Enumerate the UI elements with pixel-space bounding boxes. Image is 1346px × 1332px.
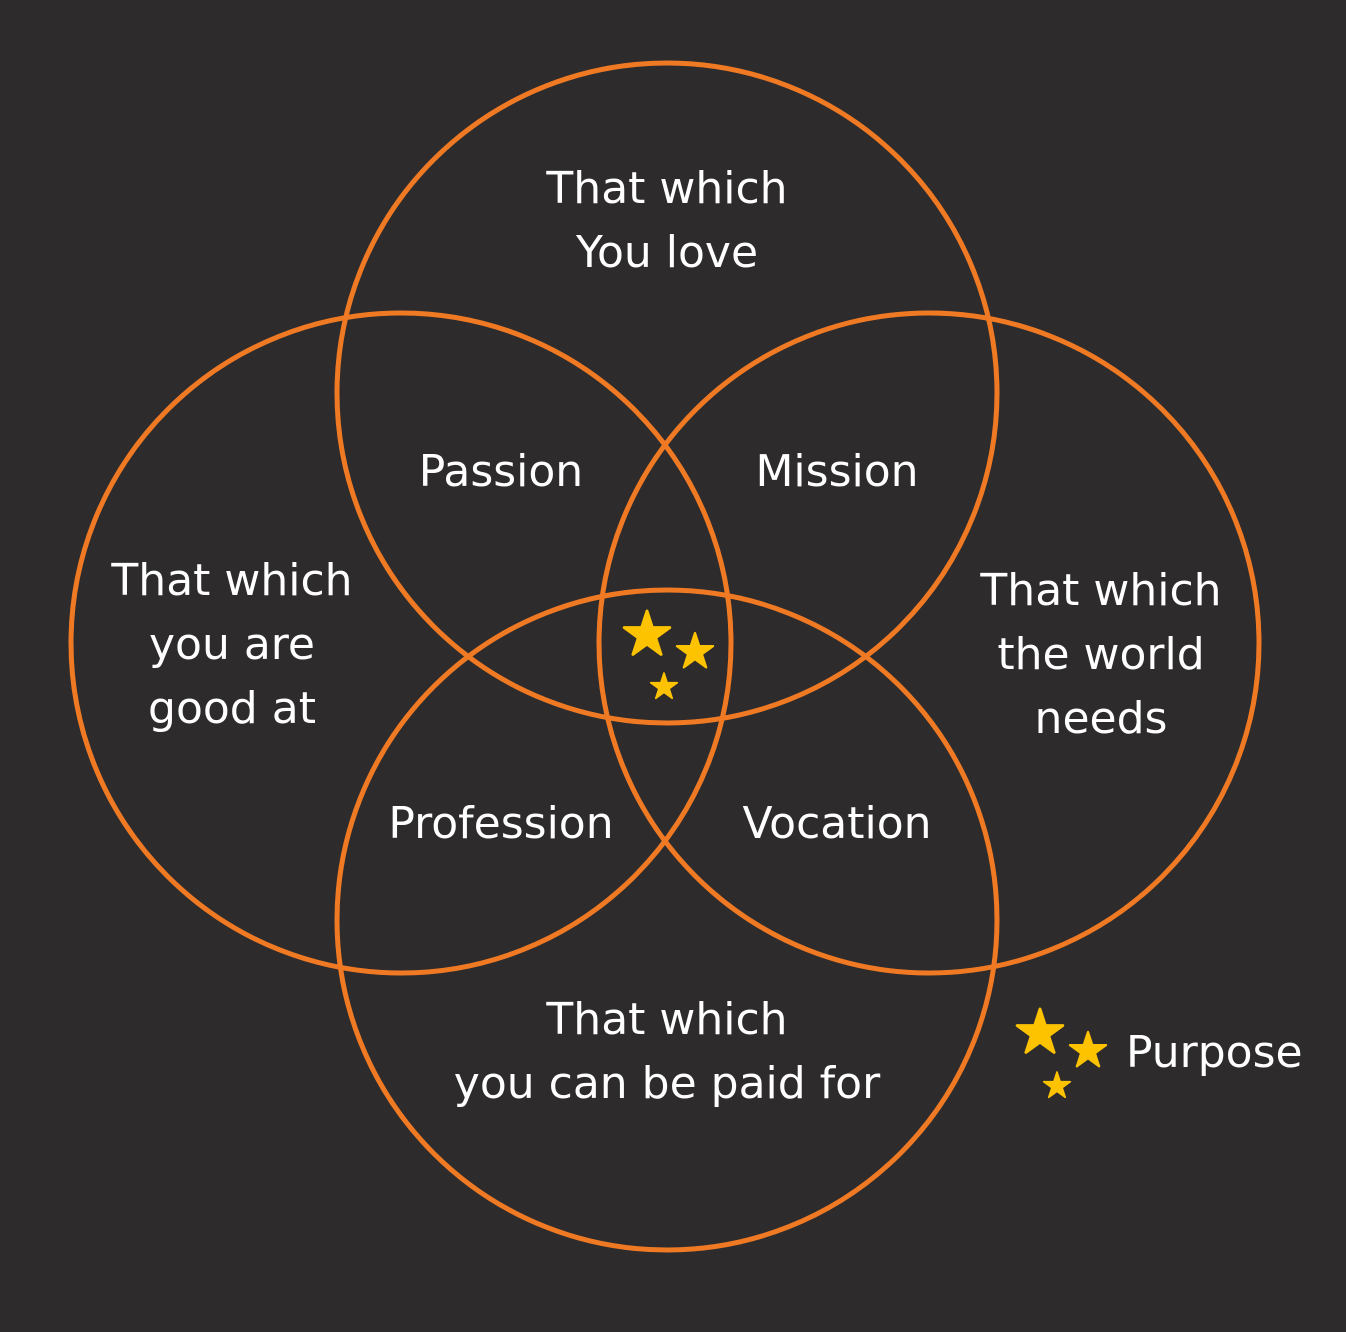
- label-paid-for-line2: you can be paid for: [453, 1058, 881, 1109]
- label-vocation: Vocation: [742, 798, 932, 849]
- label-world-needs-line2: the world: [997, 629, 1205, 680]
- star-icon: [1017, 1009, 1063, 1052]
- circle-world-needs: [596, 310, 1262, 976]
- label-good-at: That which you are good at: [111, 549, 352, 741]
- star-icon: [1044, 1072, 1071, 1097]
- label-world-needs-line3: needs: [1034, 693, 1168, 744]
- label-good-at-line3: good at: [148, 683, 316, 734]
- label-paid-for: That which you can be paid for: [454, 988, 880, 1116]
- star-icon: [1070, 1032, 1106, 1066]
- label-love-line1: That which: [546, 163, 788, 214]
- circle-love: [334, 60, 1000, 726]
- label-good-at-line1: That which: [111, 555, 353, 606]
- label-passion: Passion: [418, 446, 584, 497]
- star-icon: [677, 633, 713, 667]
- legend-stars-icon: [1017, 1009, 1106, 1097]
- label-love: That which You love: [546, 157, 787, 285]
- label-mission: Mission: [755, 446, 919, 497]
- label-love-line2: You love: [575, 227, 759, 278]
- star-icon: [624, 611, 670, 654]
- center-stars-icon: [624, 611, 713, 698]
- label-paid-for-line1: That which: [546, 994, 788, 1045]
- label-good-at-line2: you are: [148, 619, 315, 670]
- label-world-needs-line1: That which: [980, 565, 1222, 616]
- star-icon: [651, 673, 678, 698]
- legend-label-purpose: Purpose: [1126, 1027, 1303, 1078]
- label-world-needs: That which the world needs: [980, 559, 1221, 751]
- label-profession: Profession: [388, 798, 614, 849]
- circle-paid-for: [334, 587, 1000, 1253]
- circle-good-at: [68, 310, 734, 976]
